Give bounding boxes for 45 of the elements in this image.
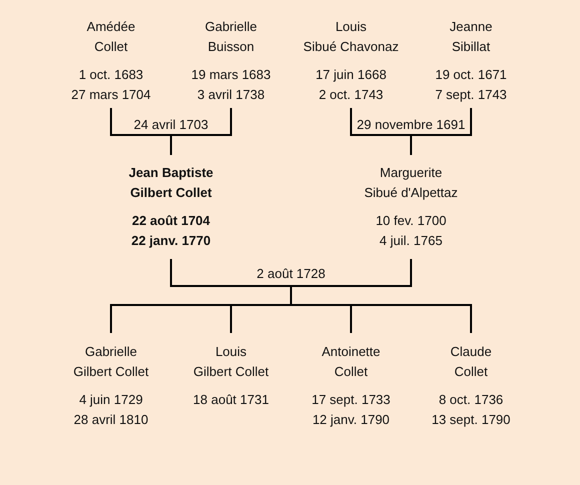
life-date: 22 janv. 1770 — [131, 232, 211, 250]
person-name: Amédée — [86, 18, 136, 36]
person-name: Louis — [335, 18, 367, 36]
person-name: Gabrielle — [204, 18, 258, 36]
life-date: 2 oct. 1743 — [318, 86, 384, 104]
person-name: Collet — [334, 363, 368, 381]
connector-line — [410, 108, 472, 156]
person-name: Marguerite — [380, 164, 442, 182]
person-name: Antoinette — [322, 343, 380, 361]
person-name: Sibué d'Alpettaz — [364, 184, 458, 202]
life-date: 22 août 1704 — [132, 212, 210, 230]
life-date: 12 janv. 1790 — [312, 411, 390, 429]
life-date: 7 sept. 1743 — [435, 86, 507, 104]
person-name: Jeanne — [450, 18, 492, 36]
marriage-date: 24 avril 1703 — [134, 116, 208, 134]
person-name: Gilbert Collet — [73, 363, 149, 381]
marriage-date: 2 août 1728 — [256, 265, 326, 283]
connector-line — [170, 108, 232, 156]
person-name: Collet — [454, 363, 488, 381]
life-date: 4 juin 1729 — [79, 391, 143, 409]
person-name: Buisson — [208, 38, 254, 56]
life-date: 27 mars 1704 — [71, 86, 151, 104]
person-name: Louis — [215, 343, 247, 361]
life-date: 10 fev. 1700 — [376, 212, 446, 230]
connector-line — [290, 259, 472, 333]
life-date: 17 juin 1668 — [316, 66, 386, 84]
person-name: Claude — [450, 343, 492, 361]
life-date: 13 sept. 1790 — [432, 411, 510, 429]
person-name: Sibillat — [452, 38, 490, 56]
life-date: 17 sept. 1733 — [312, 391, 390, 409]
person-name: Gilbert Collet — [193, 363, 269, 381]
life-date: 8 oct. 1736 — [438, 391, 504, 409]
life-date: 4 juil. 1765 — [380, 232, 442, 250]
life-date: 18 août 1731 — [193, 391, 269, 409]
life-date: 3 avril 1738 — [197, 86, 265, 104]
life-date: 19 mars 1683 — [191, 66, 271, 84]
life-date: 19 oct. 1671 — [435, 66, 507, 84]
life-date: 1 oct. 1683 — [78, 66, 144, 84]
person-name: Sibué Chavonaz — [303, 38, 399, 56]
person-name: Gabrielle — [84, 343, 138, 361]
marriage-date: 29 novembre 1691 — [356, 116, 466, 134]
person-name: Collet — [94, 38, 128, 56]
life-date: 28 avril 1810 — [74, 411, 148, 429]
person-name: Jean Baptiste — [128, 164, 214, 182]
person-name: Gilbert Collet — [130, 184, 212, 202]
